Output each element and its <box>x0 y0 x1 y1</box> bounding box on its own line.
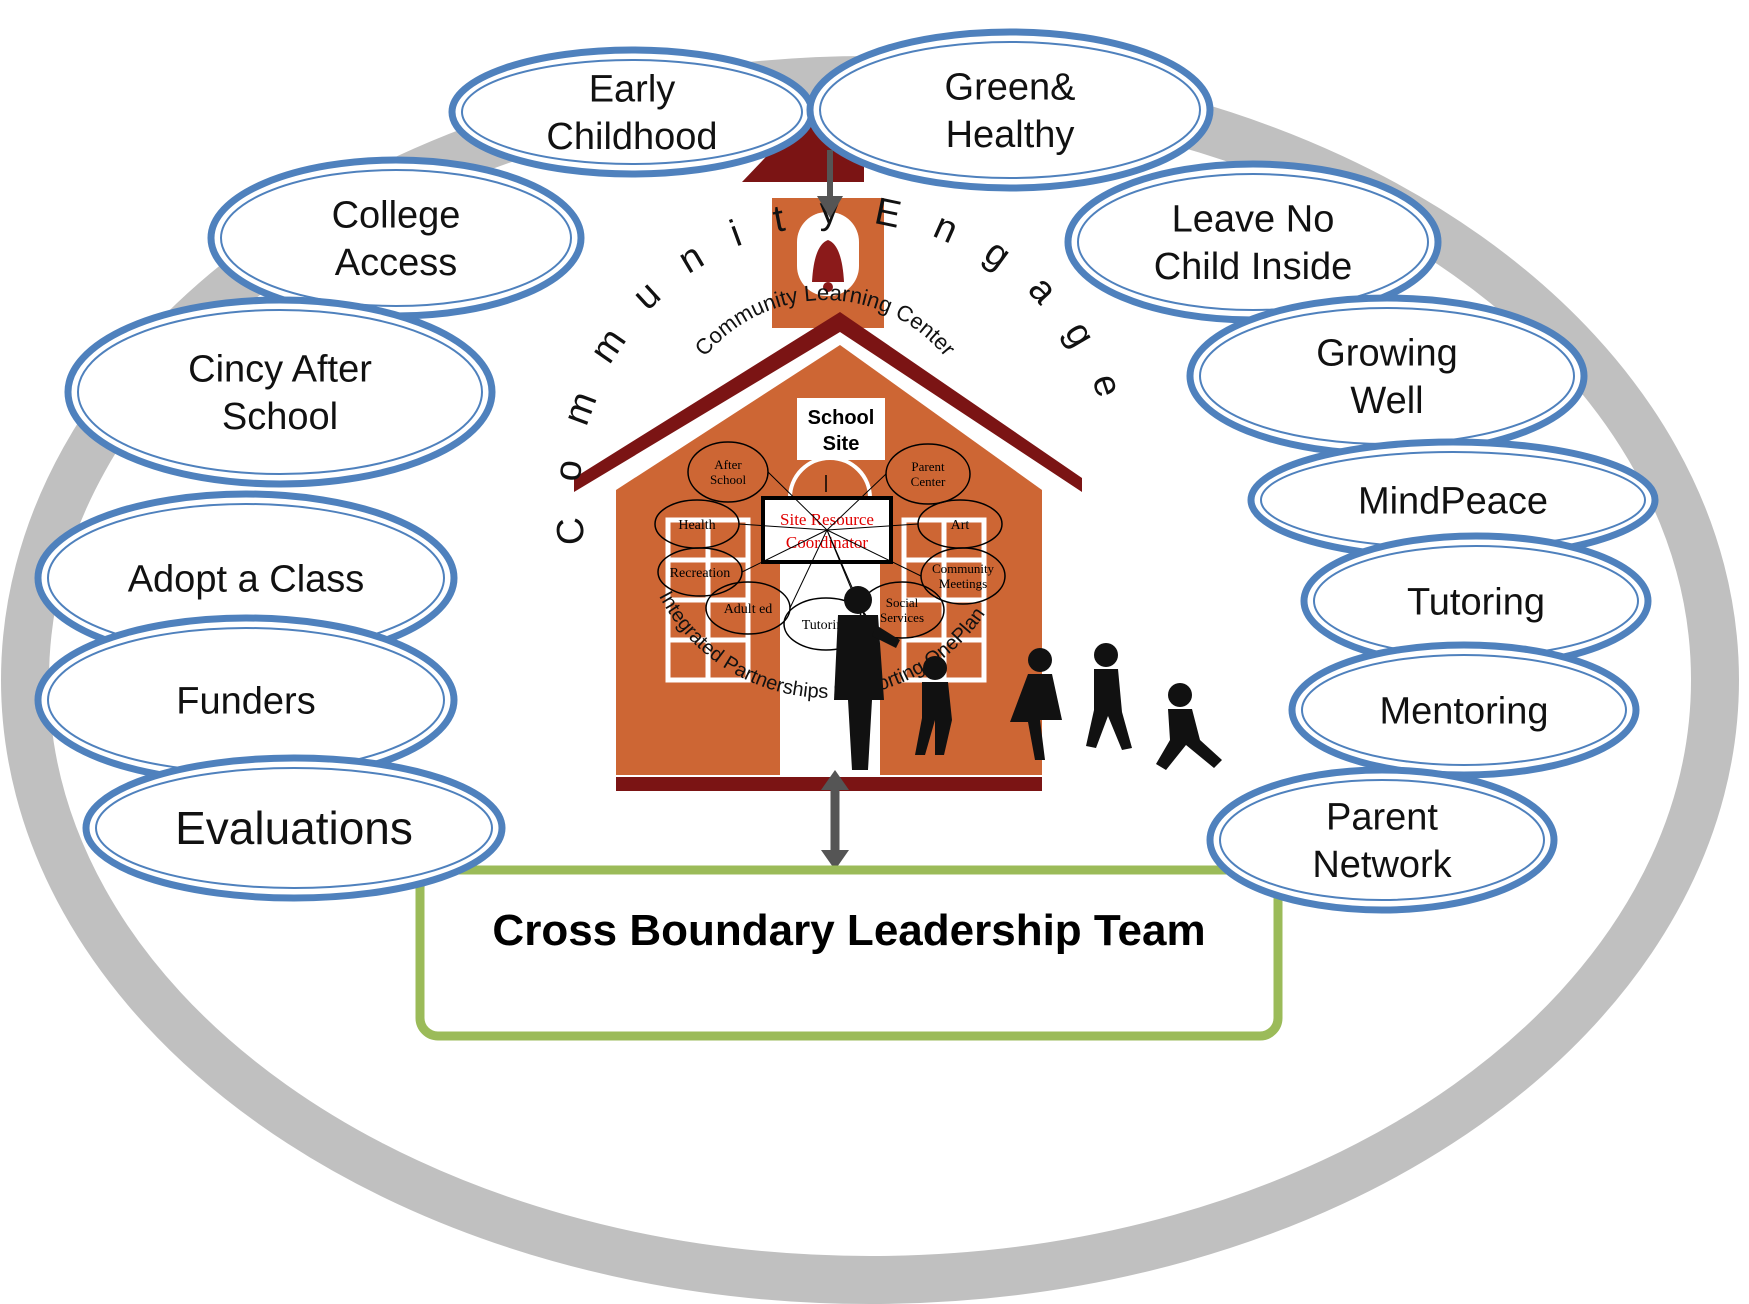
partner-oval-shape <box>207 156 585 320</box>
partner-label: School <box>222 396 338 438</box>
service-label: Art <box>951 518 970 533</box>
service-label: Social <box>886 595 919 610</box>
partner-label: Green& <box>945 67 1076 109</box>
adult-silhouette <box>834 586 900 770</box>
partner-label: Parent <box>1326 797 1438 839</box>
service-connector <box>789 529 828 609</box>
partner-label: Tutoring <box>1407 581 1545 623</box>
service-label: School <box>710 472 747 487</box>
partner-oval-shape <box>1206 766 1558 914</box>
partner-label: Adopt a Class <box>128 558 365 600</box>
bell-icon <box>812 240 844 282</box>
service-label: After <box>714 457 742 472</box>
service-connector <box>767 471 828 531</box>
partner-label: Healthy <box>946 114 1075 156</box>
partner-label: MindPeace <box>1358 480 1548 522</box>
partner-label: Child Inside <box>1154 246 1353 288</box>
partner-oval-inner-line <box>77 309 483 475</box>
service-label: Parent <box>911 459 945 474</box>
partner-oval-shape <box>1186 294 1588 458</box>
partner-label: Cincy After <box>188 349 372 391</box>
partner-label: Leave No <box>1172 199 1335 241</box>
partner-label: Mentoring <box>1380 690 1549 732</box>
school-site-box <box>797 398 885 460</box>
service-connector <box>741 529 828 573</box>
partner-label: Funders <box>176 680 315 722</box>
partner-oval-mindpeace: MindPeace <box>1247 438 1659 562</box>
bell-clapper-icon <box>823 282 833 292</box>
partner-oval-shape <box>64 296 496 488</box>
partner-oval-leave: Leave No Child Inside <box>1064 160 1442 324</box>
partners-group: EarlyChildhoodGreen&HealthyCollegeAccess… <box>34 28 1659 914</box>
service-label: Recreation <box>670 566 731 581</box>
partner-oval-inner-line <box>95 767 493 889</box>
service-label: Center <box>911 474 946 489</box>
partner-label: Evaluations <box>175 802 413 854</box>
partner-oval-inner-line <box>461 59 803 165</box>
leadership-team-box: Cross Boundary Leadership Team <box>415 865 1283 1041</box>
partner-oval-shape <box>82 754 506 902</box>
partner-label: Early <box>589 69 676 111</box>
service-connector <box>826 523 919 531</box>
partner-label: Access <box>335 242 457 284</box>
partner-oval-green: Green&Healthy <box>806 28 1214 192</box>
top-arrow <box>817 150 843 218</box>
leadership-team-label: Cross Boundary Leadership Team <box>492 906 1205 955</box>
partner-oval-inner-line <box>819 41 1201 179</box>
partner-oval-inner-line <box>220 169 572 307</box>
partner-label: College <box>332 195 461 237</box>
partner-label: Well <box>1350 380 1423 422</box>
school-site-label-2: Site <box>823 433 860 455</box>
service-connector <box>826 529 922 577</box>
partner-oval-inner-line <box>1077 173 1429 311</box>
service-label: Meetings <box>939 576 987 591</box>
partner-label: Growing <box>1316 333 1458 375</box>
partner-oval-tutoring: Tutoring <box>1300 532 1652 670</box>
partner-oval-inner-line <box>1219 779 1545 901</box>
service-connector <box>826 473 887 531</box>
bottom-double-arrow <box>821 770 849 870</box>
service-label: Health <box>678 518 715 533</box>
partner-label: Network <box>1312 844 1452 886</box>
service-label: Services <box>880 610 924 625</box>
children-silhouettes <box>915 643 1222 770</box>
coordinator-label-2: Coordinator <box>786 533 868 552</box>
partner-oval-evaluations: Evaluations <box>82 754 506 902</box>
coordinator-label-1: Site Resource <box>780 510 874 529</box>
partner-oval-inner-line <box>1301 654 1627 766</box>
partner-oval-shape <box>806 28 1214 192</box>
school-site-label-1: School <box>808 407 875 429</box>
service-connector <box>738 523 828 531</box>
partner-oval-adopt: Adopt a Class <box>34 490 458 666</box>
partner-label: Childhood <box>546 116 717 158</box>
partner-oval-mentoring: Mentoring <box>1288 641 1640 779</box>
service-label: Community <box>932 561 995 576</box>
service-label: Adult ed <box>724 602 773 617</box>
